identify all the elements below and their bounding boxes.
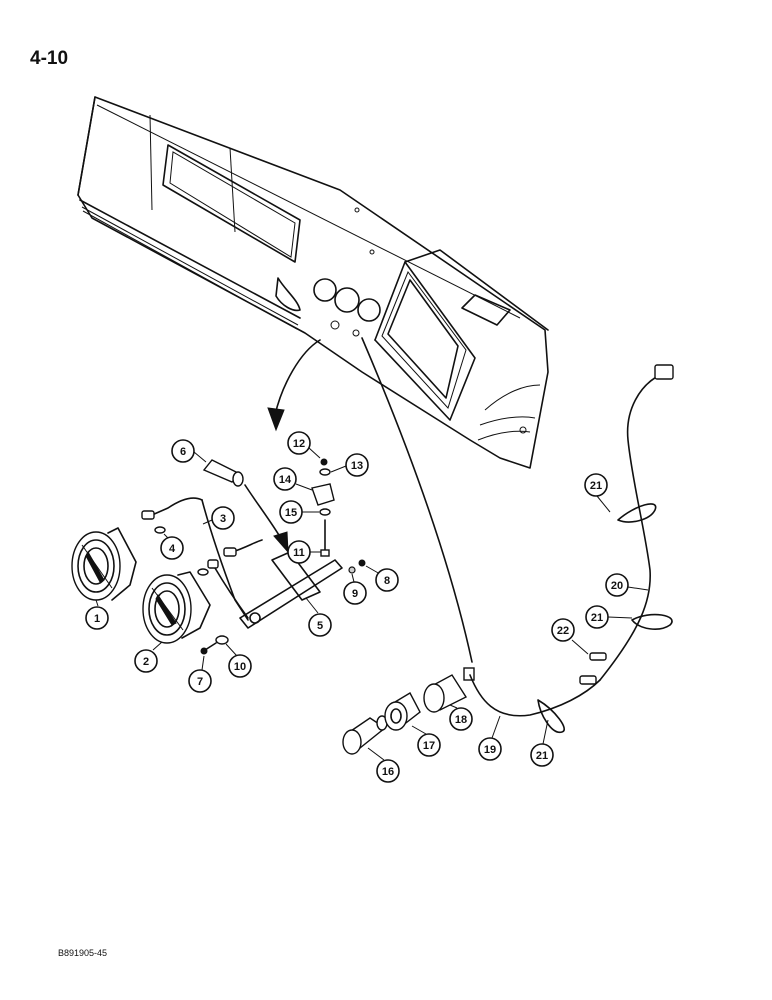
callout-8: 8: [365, 565, 399, 592]
callout-3: 3: [202, 506, 235, 530]
svg-text:22: 22: [557, 625, 569, 637]
callout-17: 17: [411, 725, 441, 757]
svg-text:19: 19: [484, 744, 496, 756]
callout-2: 2: [134, 641, 163, 673]
callout-16: 16: [367, 747, 400, 783]
svg-text:2: 2: [143, 656, 149, 668]
callout-19: 19: [478, 715, 502, 761]
svg-text:20: 20: [611, 580, 623, 592]
svg-text:14: 14: [279, 474, 292, 486]
callout-14: 14: [273, 467, 313, 491]
callout-10: 10: [225, 643, 252, 678]
callout-12: 12: [287, 431, 321, 459]
callout-20: 20: [605, 573, 649, 597]
svg-text:11: 11: [293, 547, 305, 559]
callout-21-bottom: 21: [530, 719, 554, 767]
callout-15: 15: [279, 500, 319, 524]
svg-text:3: 3: [220, 513, 226, 525]
callout-11: 11: [287, 540, 321, 564]
figure-code: B891905-45: [58, 948, 108, 958]
svg-text:16: 16: [382, 766, 394, 778]
callout-22: 22: [551, 618, 589, 655]
callout-4: 4: [160, 533, 184, 560]
svg-text:21: 21: [591, 612, 603, 624]
wiring-harness: [537, 364, 674, 733]
callout-13: 13: [330, 453, 369, 477]
callout-21-middle: 21: [585, 605, 633, 629]
callout-1: 1: [85, 599, 109, 630]
flow-arrows: [244, 337, 473, 663]
svg-text:13: 13: [351, 460, 363, 472]
svg-text:7: 7: [197, 676, 203, 688]
callout-6: 6: [171, 439, 207, 463]
harness-parts: [141, 458, 366, 655]
svg-text:6: 6: [180, 446, 186, 458]
svg-text:9: 9: [352, 588, 358, 600]
callout-18: 18: [449, 704, 473, 731]
callout-5: 5: [305, 597, 332, 637]
svg-text:17: 17: [423, 740, 435, 752]
svg-text:4: 4: [169, 543, 176, 555]
svg-text:5: 5: [317, 620, 323, 632]
callout-9: 9: [343, 573, 367, 605]
callout-7: 7: [188, 655, 212, 693]
svg-text:10: 10: [234, 661, 246, 673]
svg-text:8: 8: [384, 575, 390, 587]
svg-text:21: 21: [536, 750, 548, 762]
callout-21-top: 21: [584, 473, 611, 513]
lighter-assembly: [342, 667, 601, 755]
svg-text:18: 18: [455, 714, 467, 726]
svg-text:1: 1: [94, 613, 100, 625]
svg-text:15: 15: [285, 507, 297, 519]
gauge-2: [142, 571, 211, 644]
svg-text:12: 12: [293, 438, 305, 450]
callouts: 1 2 3 4 5 6 7 8 9 10: [85, 431, 649, 783]
page-number: 4-10: [30, 48, 69, 69]
dashboard-panel: [77, 96, 549, 469]
gauge-1: [71, 527, 137, 601]
svg-text:21: 21: [590, 480, 602, 492]
